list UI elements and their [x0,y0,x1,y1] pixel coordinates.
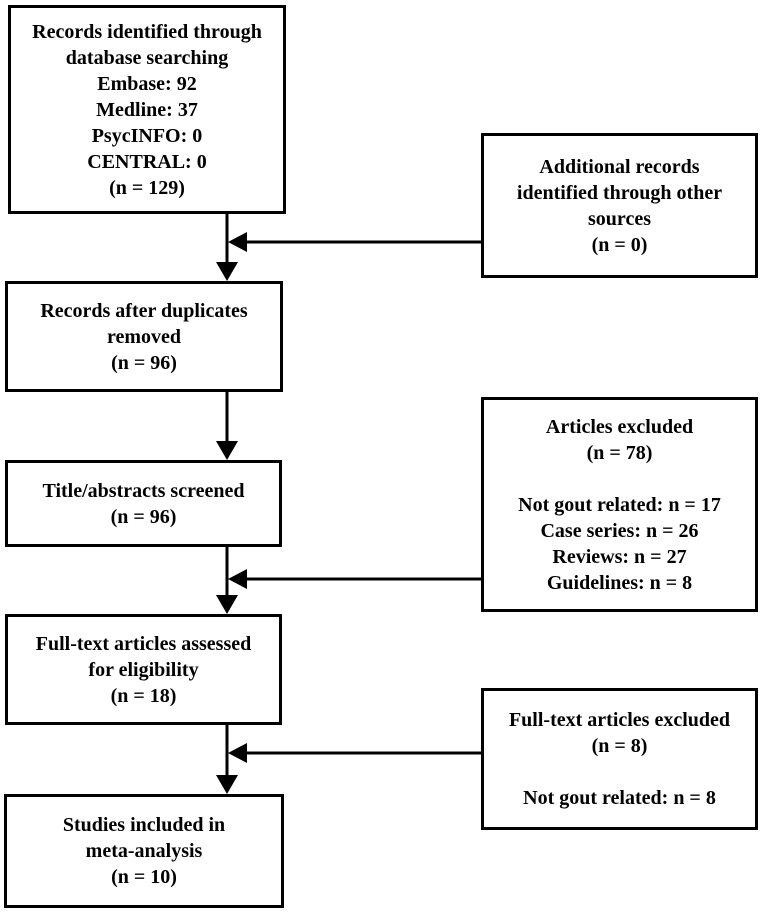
box-articles-excluded-text: Articles excluded (n = 78) Not gout rela… [518,415,721,594]
arrow-down-duplicates-to-screened-icon [216,392,238,460]
arrow-down-screened-to-fulltext-icon [216,546,238,614]
box-records-identified: Records identified through database sear… [8,5,286,214]
box-fulltext-excluded-text: Full-text articles excluded (n = 8) Not … [508,709,731,809]
arrow-left-additional-to-flow-icon [228,232,482,252]
box-fulltext-assessed: Full-text articles assessed for eligibil… [5,614,282,725]
box-records-after-duplicates-text: Records after duplicates removed (n = 96… [40,299,248,374]
box-additional-records: Additional records identified through ot… [481,133,758,278]
box-articles-excluded: Articles excluded (n = 78) Not gout rela… [481,397,758,612]
box-records-after-duplicates: Records after duplicates removed (n = 96… [5,281,283,392]
box-title-abstracts-screened-text: Title/abstracts screened (n = 96) [42,479,245,528]
box-studies-included-text: Studies included in meta-analysis (n = 1… [62,814,226,888]
arrow-left-fulltext-excluded-to-flow-icon [228,743,482,763]
box-fulltext-excluded: Full-text articles excluded (n = 8) Not … [481,688,758,830]
box-additional-records-text: Additional records identified through ot… [516,155,723,256]
arrow-down-fulltext-to-included-icon [216,724,238,794]
box-title-abstracts-screened: Title/abstracts screened (n = 96) [5,460,282,547]
box-records-identified-text: Records identified through database sear… [32,20,262,199]
box-studies-included: Studies included in meta-analysis (n = 1… [4,794,284,908]
arrow-left-articles-excluded-to-flow-icon [228,569,482,589]
arrow-down-identified-to-duplicates-icon [216,213,238,281]
box-fulltext-assessed-text: Full-text articles assessed for eligibil… [35,632,252,707]
